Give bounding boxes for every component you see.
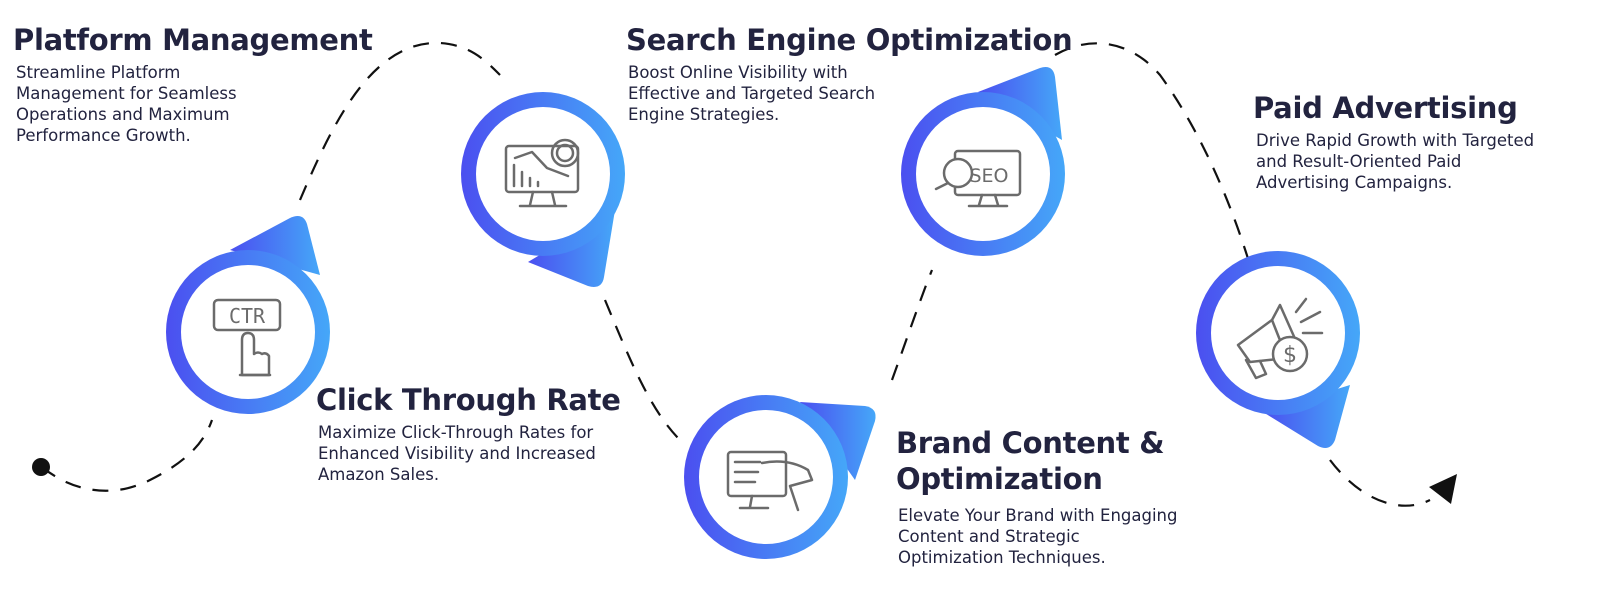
step-desc-line: Engine Strategies.: [628, 105, 780, 124]
content-design-monitor-icon: [726, 450, 814, 512]
step-desc-line: Performance Growth.: [16, 126, 191, 145]
pin-pointer: [1263, 385, 1350, 448]
step-title-line: Search Engine Optimization: [626, 23, 1073, 57]
step-desc-line: Advertising Campaigns.: [1256, 173, 1453, 192]
step-title-click-through-rate: Click Through Rate: [316, 382, 621, 418]
pin-pointer: [230, 216, 320, 275]
step-pin-paid-ads: $: [1196, 251, 1360, 448]
step-pin-ctr: CTR: [166, 216, 330, 414]
ctr-click-icon: CTR: [212, 298, 282, 377]
pin-inner-circle: [699, 410, 833, 544]
step-desc-line: Effective and Targeted Search: [628, 84, 876, 103]
step-pin-seo: SEO: [901, 67, 1065, 256]
step-desc-line: Drive Rapid Growth with Targeted: [1256, 131, 1535, 150]
step-desc-paid-advertising: Drive Rapid Growth with Targeted and Res…: [1256, 130, 1534, 193]
step-title-platform-management: Platform Management: [13, 22, 373, 58]
step-desc-brand-content: Elevate Your Brand with Engaging Content…: [898, 505, 1177, 568]
step-desc-line: and Result-Oriented Paid: [1256, 152, 1462, 171]
step-pin-content: [684, 395, 876, 559]
step-desc-line: Elevate Your Brand with Engaging: [898, 506, 1178, 525]
step-desc-line: Boost Online Visibility with: [628, 63, 848, 82]
seo-icon-text: SEO: [969, 165, 1008, 187]
path-end-arrow: [1429, 474, 1457, 504]
step-desc-line: Amazon Sales.: [318, 465, 440, 484]
step-title-line: Brand Content &: [896, 426, 1165, 460]
pin-inner-circle: [476, 107, 610, 241]
step-desc-line: Management for Seamless: [16, 84, 237, 103]
step-title-line: Click Through Rate: [316, 383, 621, 417]
step-desc-platform-management: Streamline Platform Management for Seaml…: [16, 62, 237, 146]
step-pin-analytics: [461, 92, 625, 287]
step-desc-line: Streamline Platform: [16, 63, 181, 82]
step-title-line: Paid Advertising: [1253, 91, 1518, 125]
analytics-monitor-icon: [504, 138, 580, 208]
ctr-icon-text: CTR: [229, 304, 266, 328]
step-title-brand-content: Brand Content & Optimization: [896, 425, 1165, 497]
step-title-line: Platform Management: [13, 23, 373, 57]
step-desc-search-engine-optimization: Boost Online Visibility with Effective a…: [628, 62, 875, 125]
step-desc-line: Operations and Maximum: [16, 105, 230, 124]
step-title-line: Optimization: [896, 462, 1103, 496]
pin-inner-circle: [916, 107, 1050, 241]
step-desc-line: Content and Strategic: [898, 527, 1080, 546]
seo-monitor-icon: SEO: [934, 149, 1022, 208]
step-title-paid-advertising: Paid Advertising: [1253, 90, 1518, 126]
megaphone-dollar-icon: $: [1236, 297, 1324, 380]
dollar-icon-text: $: [1283, 343, 1297, 368]
dashed-journey-path: [41, 41, 1431, 507]
step-desc-line: Enhanced Visibility and Increased: [318, 444, 596, 463]
step-desc-line: Optimization Techniques.: [898, 548, 1106, 567]
step-desc-line: Maximize Click-Through Rates for: [318, 423, 594, 442]
step-desc-click-through-rate: Maximize Click-Through Rates for Enhance…: [318, 422, 596, 485]
path-start-dot: [32, 458, 50, 476]
step-title-search-engine-optimization: Search Engine Optimization: [626, 22, 1073, 58]
